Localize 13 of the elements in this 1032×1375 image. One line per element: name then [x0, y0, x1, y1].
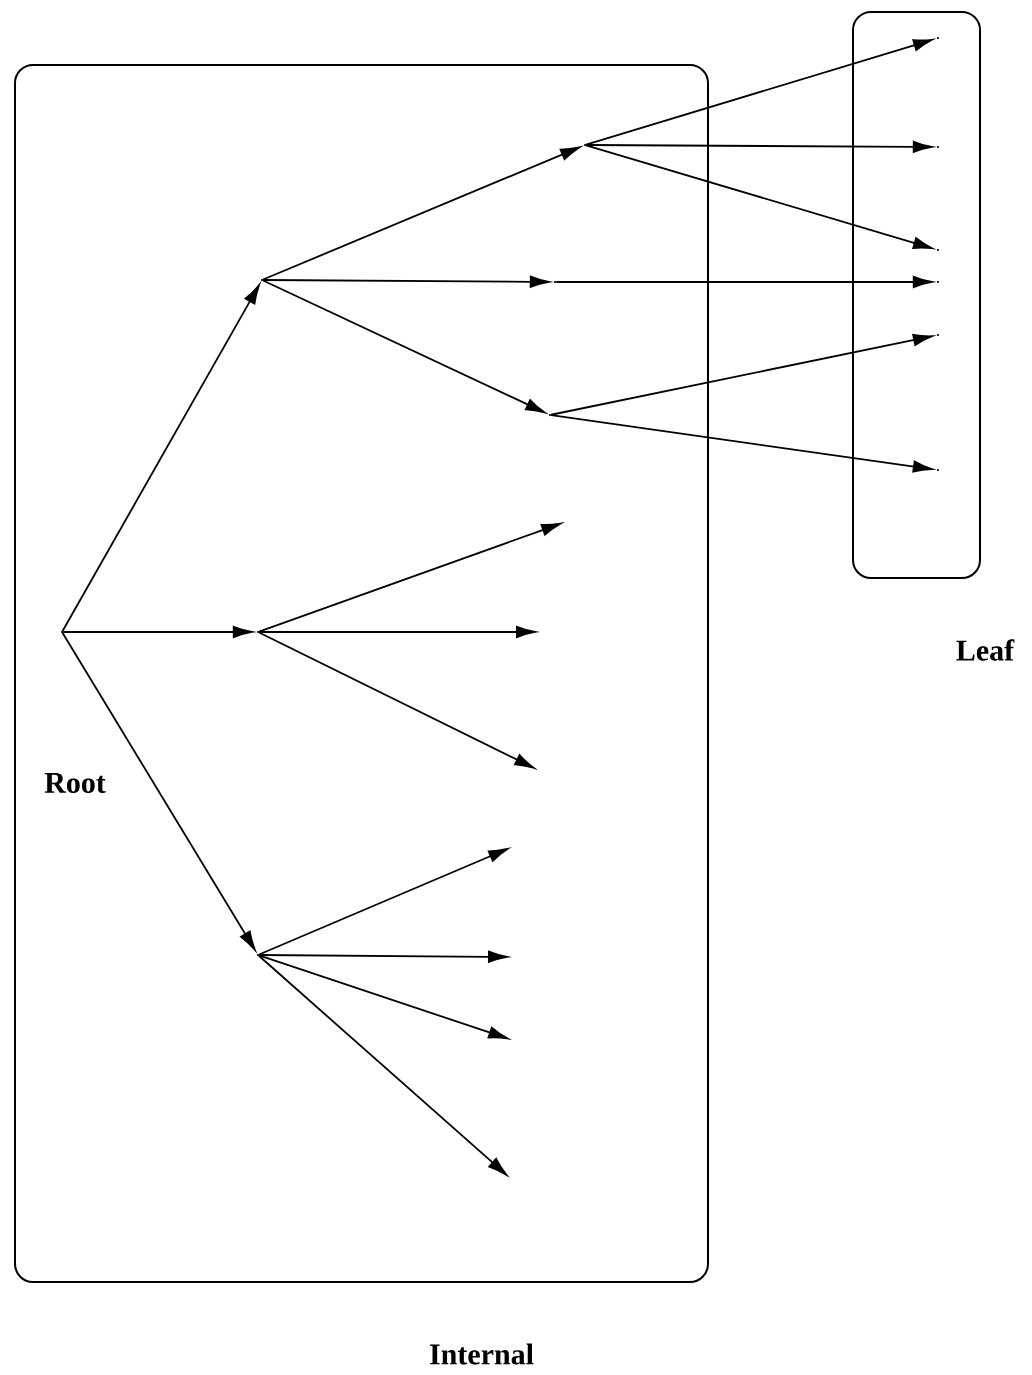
container-box: Leaf [852, 11, 1015, 661]
node-label: Root [44, 773, 106, 793]
arrow [262, 279, 546, 414]
arrow [258, 848, 509, 956]
arrow [258, 522, 562, 633]
node-label: Internal [430, 1343, 534, 1365]
arrow [258, 954, 508, 1176]
arrow [61, 284, 260, 632]
arrow [262, 146, 581, 281]
arrow [61, 632, 256, 951]
arrow [258, 954, 509, 1040]
arrow [258, 631, 535, 769]
node-label: Leaf [956, 639, 1015, 661]
